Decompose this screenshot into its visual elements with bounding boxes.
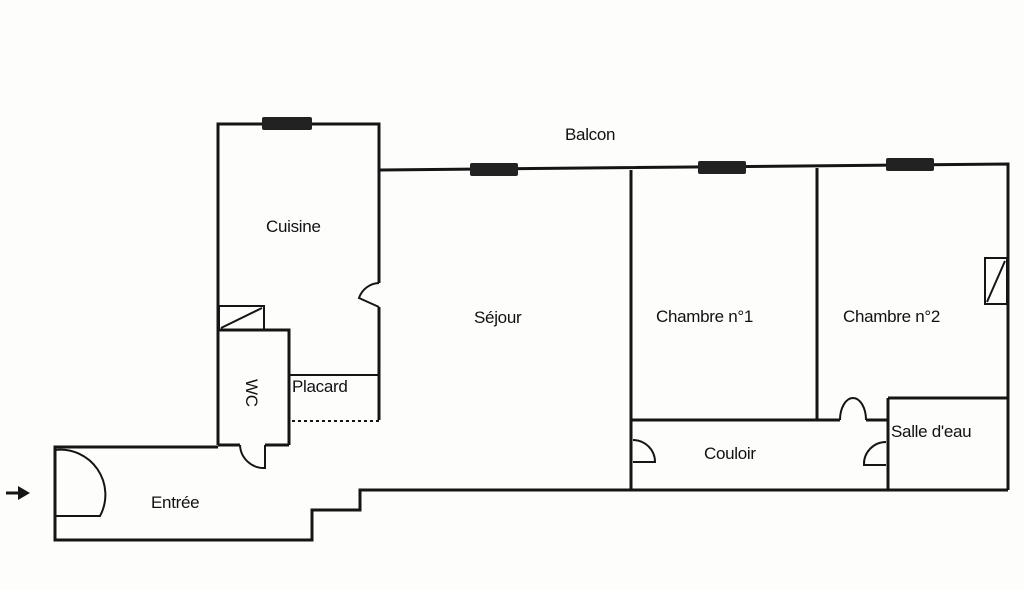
label-chambre2: Chambre n°2 (843, 307, 940, 326)
window-chambre1 (698, 161, 746, 174)
label-couloir: Couloir (704, 444, 756, 463)
label-balcon: Balcon (565, 125, 615, 144)
exterior-walls (53, 122, 1010, 542)
window-sejour (470, 163, 518, 176)
label-entree: Entrée (151, 493, 199, 512)
arrow-right-icon (6, 486, 30, 500)
door-cuisine (357, 282, 380, 308)
windows (262, 117, 934, 176)
door-chambre2 (839, 397, 867, 421)
label-cuisine: Cuisine (266, 217, 321, 236)
door-salle-eau (862, 440, 887, 466)
doors (54, 282, 887, 517)
door-wc (239, 444, 266, 470)
label-sejour: Séjour (474, 308, 522, 327)
label-placard: Placard (292, 377, 348, 396)
interior-walls (218, 168, 1008, 490)
label-wc: WC (242, 379, 261, 407)
label-chambre1: Chambre n°1 (656, 307, 753, 326)
door-couloir-left (632, 439, 657, 463)
door-entree (54, 448, 107, 517)
window-cuisine (262, 117, 312, 130)
label-salle-eau: Salle d'eau (891, 422, 971, 441)
window-chambre2 (886, 158, 934, 171)
